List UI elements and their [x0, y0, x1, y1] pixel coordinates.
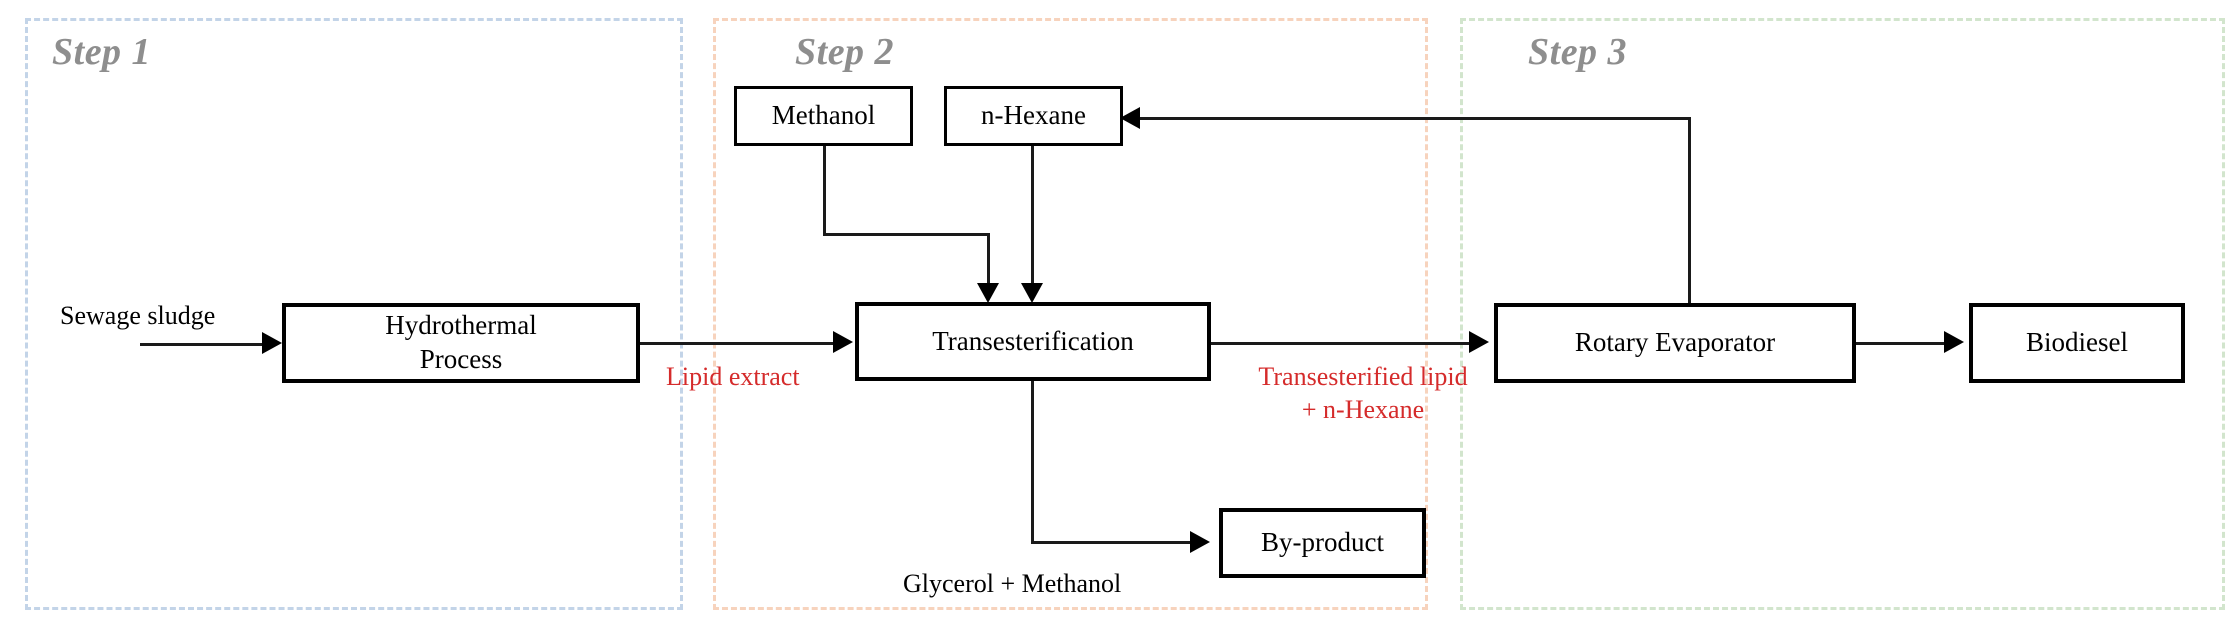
node-transesterification-label: Transesterification	[932, 325, 1134, 356]
node-n-hexane[interactable]: n-Hexane	[944, 86, 1123, 146]
connector-transesterification-to-evaporator	[1210, 342, 1473, 345]
step-2-label: Step 2	[795, 31, 895, 73]
node-by-product-label: By-product	[1261, 527, 1384, 558]
arrowhead-hexane-into-transesterification	[1021, 283, 1043, 303]
node-hydrothermal-process-line2: Process	[419, 344, 503, 374]
step-3-label: Step 3	[1528, 31, 1628, 73]
connector-hydrothermal-to-transesterification	[640, 342, 838, 345]
node-biodiesel[interactable]: Biodiesel	[1969, 303, 2185, 383]
label-transesterified-lipid-line2: + n-Hexane	[1301, 394, 1425, 424]
connector-recycle-up	[1688, 117, 1691, 304]
connector-byproduct-down	[1031, 380, 1034, 543]
node-hydrothermal-process-line1: Hydrothermal	[385, 310, 537, 341]
node-rotary-evaporator-label: Rotary Evaporator	[1574, 327, 1776, 358]
label-transesterified-lipid-line1: Transesterified lipid	[1258, 362, 1468, 391]
connector-methanol-drop	[987, 233, 990, 285]
label-transesterified-lipid: Transesterified lipid + n-Hexane	[1233, 361, 1493, 426]
connector-methanol-right	[823, 233, 990, 236]
label-sewage-sludge: Sewage sludge	[60, 301, 216, 330]
node-transesterification[interactable]: Transesterification	[855, 302, 1211, 381]
node-methanol[interactable]: Methanol	[734, 86, 913, 146]
label-glycerol-methanol: Glycerol + Methanol	[903, 569, 1122, 598]
step-zone-3	[1460, 18, 2225, 610]
step-zone-2	[713, 18, 1428, 610]
node-rotary-evaporator[interactable]: Rotary Evaporator	[1494, 303, 1856, 383]
connector-evaporator-to-biodiesel	[1855, 342, 1947, 345]
step-1-label: Step 1	[52, 31, 152, 73]
connector-byproduct-right	[1031, 541, 1194, 544]
connector-sewage-to-hydrothermal	[140, 343, 268, 346]
node-n-hexane-label: n-Hexane	[981, 100, 1086, 131]
arrowhead-into-byproduct	[1190, 531, 1210, 553]
node-methanol-label: Methanol	[771, 100, 876, 131]
label-lipid-extract: Lipid extract	[666, 362, 800, 391]
arrowhead-into-evaporator	[1469, 331, 1489, 353]
node-by-product[interactable]: By-product	[1219, 508, 1426, 578]
node-hydrothermal-process[interactable]: Hydrothermal Process	[282, 303, 640, 383]
arrowhead-recycle-into-hexane	[1120, 107, 1140, 129]
arrowhead-into-transesterification	[833, 331, 853, 353]
connector-recycle-left	[1140, 117, 1691, 120]
step-zone-1	[25, 18, 683, 610]
arrowhead-into-biodiesel	[1944, 331, 1964, 353]
connector-hexane-down	[1031, 146, 1034, 285]
connector-methanol-down	[823, 146, 826, 235]
node-hydrothermal-process-label: Hydrothermal Process	[379, 309, 542, 377]
node-biodiesel-label: Biodiesel	[2026, 327, 2128, 358]
arrowhead-methanol-into-transesterification	[977, 283, 999, 303]
arrowhead-into-hydrothermal	[262, 332, 282, 354]
